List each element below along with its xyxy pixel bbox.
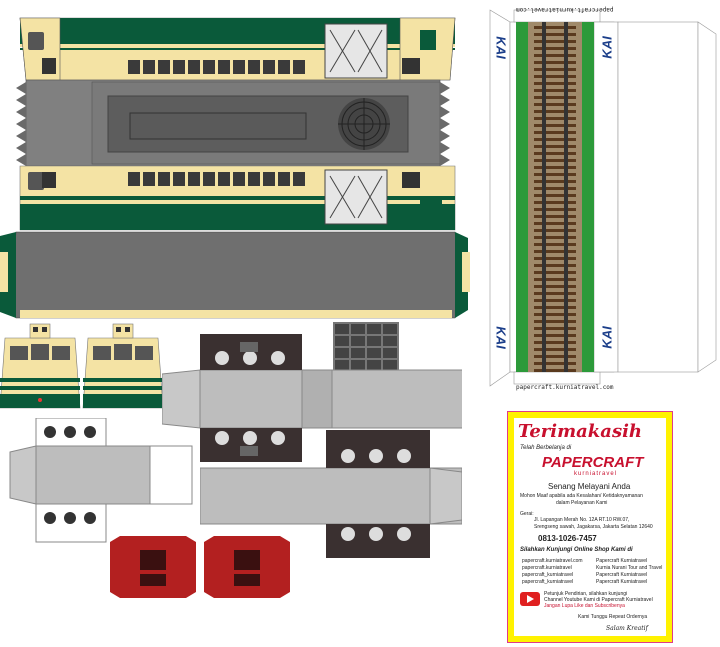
kai-logo-right-top: KAI bbox=[599, 36, 615, 59]
roof-grille-piece bbox=[333, 322, 399, 372]
card-slogan: Senang Melayani Anda bbox=[548, 482, 631, 491]
bogie-box-1 bbox=[162, 334, 462, 462]
card-link-right-4[interactable]: Papercraft Kurniatravel bbox=[596, 579, 648, 585]
track-piece: papercraft.kurniatravel.com papercraft.k… bbox=[486, 0, 720, 395]
thank-you-card: Terimakasih Telah Berbelanja di PAPERCRA… bbox=[507, 411, 673, 643]
track-bottom-url: papercraft.kurniatravel.com bbox=[516, 384, 614, 391]
card-link-left-3[interactable]: papercraft_kurniatravel bbox=[522, 572, 574, 578]
card-link-right-1[interactable]: Papercraft Kurniatravel bbox=[596, 558, 648, 564]
card-brand-main: PAPERCRAFT bbox=[542, 454, 644, 471]
card-phone: 0813-1026-7457 bbox=[538, 534, 597, 543]
kai-logo-left-top: KAI bbox=[493, 36, 509, 59]
card-link-left-2[interactable]: papercraft.kurniatravel bbox=[522, 565, 572, 571]
card-youtube-3: Jangan Lupa Like dan Subscribenya bbox=[544, 603, 625, 609]
youtube-icon bbox=[520, 592, 540, 606]
card-shop-invite: Silahkan Kunjungi Online Shop Kami di bbox=[520, 547, 633, 553]
card-youtube-2: Channel Youtube Kami di Papercraft Kurni… bbox=[544, 597, 653, 603]
card-address-1: Jl. Lapangan Merah No. 12A RT.10 RW.07, bbox=[534, 517, 630, 523]
card-subtitle: Telah Berbelanja di bbox=[520, 445, 572, 451]
coupler-pieces bbox=[110, 536, 290, 598]
card-title: Terimakasih bbox=[518, 421, 643, 442]
card-address-label: Gerai: bbox=[520, 511, 534, 517]
kai-logo-right-bottom: KAI bbox=[599, 326, 615, 349]
card-closing: Kami Tunggu Repeat Ordernya bbox=[578, 614, 648, 620]
card-signature: Salam Kreatif bbox=[606, 625, 648, 632]
card-link-right-2[interactable]: Kurnia Nurani Tour and Travel bbox=[596, 565, 663, 571]
track-top-url: papercraft.kurniatravel.com bbox=[516, 6, 614, 13]
locomotive-body-piece bbox=[0, 17, 470, 319]
card-link-left-1[interactable]: papercraft.kurniatravel.com bbox=[522, 558, 583, 564]
card-address-2: Srengseng sawah, Jagakarsa, Jakarta Sela… bbox=[534, 524, 653, 530]
card-link-right-3[interactable]: Papercraft Kurniatravel bbox=[596, 572, 648, 578]
card-brand-sub: kurniatravel bbox=[574, 471, 618, 477]
cab-front-pieces bbox=[0, 323, 164, 409]
bogie-box-2 bbox=[9, 418, 193, 543]
card-apology-2: dalam Pelayanan Kami bbox=[556, 500, 608, 506]
thank-you-card-body: Terimakasih Telah Berbelanja di PAPERCRA… bbox=[514, 418, 666, 636]
card-youtube-1: Petunjuk Pendirian, silahkan kunjungi bbox=[544, 591, 628, 597]
card-link-left-4[interactable]: papercraft_kurniatravel bbox=[522, 579, 574, 585]
bogie-box-3 bbox=[200, 430, 462, 558]
card-apology-1: Mohon Maaf apabila ada Kesalahan/ Ketida… bbox=[520, 493, 643, 499]
kai-logo-left-bottom: KAI bbox=[493, 326, 509, 349]
